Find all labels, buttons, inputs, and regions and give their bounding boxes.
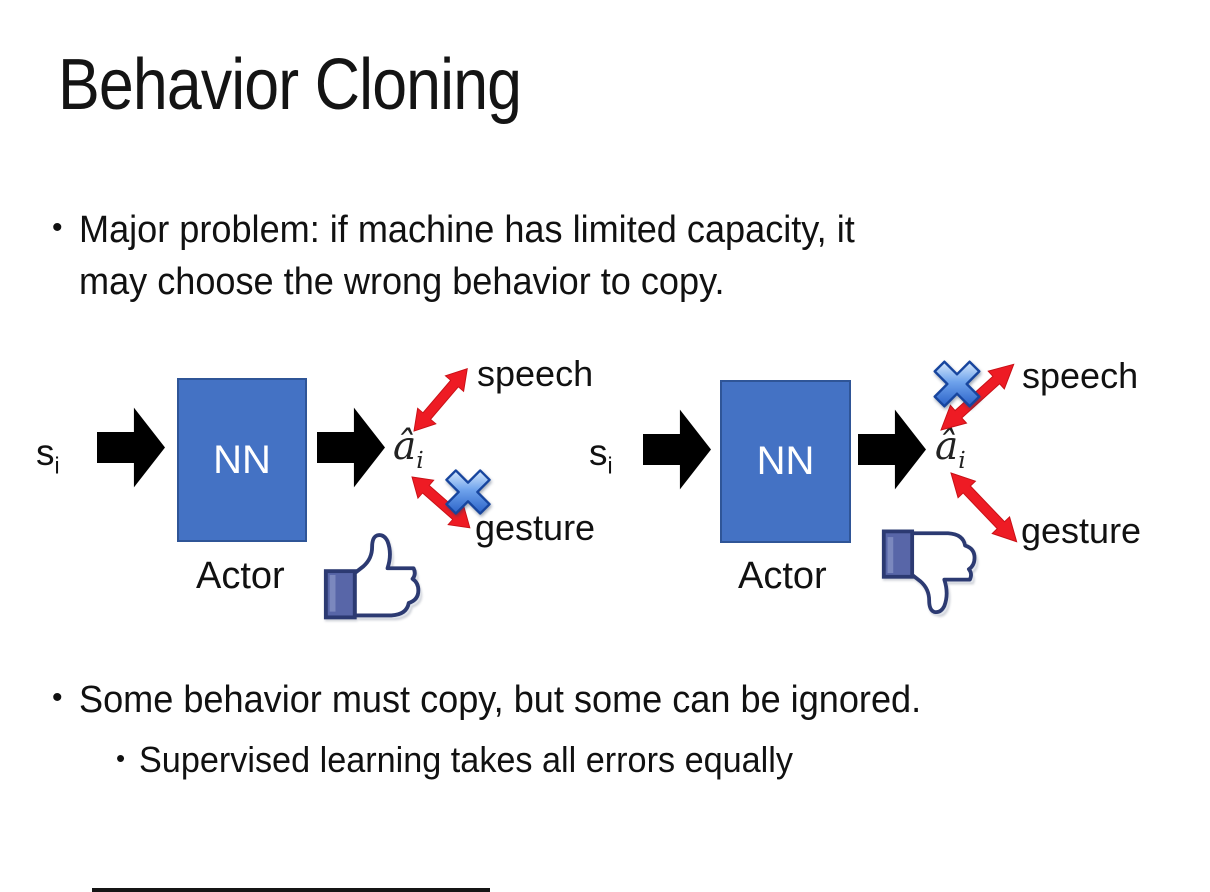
bullet-marker: • xyxy=(52,211,63,244)
thumbs-down-icon xyxy=(881,529,978,615)
left-gesture-label: gesture xyxy=(475,507,596,548)
bullet-line: Major problem: if machine has limited ca… xyxy=(78,209,855,251)
right-gesture-double-arrow-icon xyxy=(950,472,1018,543)
left-actor-caption: Actor xyxy=(196,555,285,597)
left-cross-out-x-icon xyxy=(445,469,491,515)
right-actor-caption: Actor xyxy=(738,555,827,597)
left-speech-double-arrow-icon xyxy=(413,367,468,432)
left-flow-arrow-out-icon xyxy=(317,407,385,488)
sub-bullet-text: Supervised learning takes all errors equ… xyxy=(139,739,794,780)
right-gesture-label: gesture xyxy=(1021,510,1142,551)
right-flow-arrow-in-icon xyxy=(643,409,711,490)
sub-bullet-supervised: • Supervised learning takes all errors e… xyxy=(116,736,827,784)
left-nn-box: NN xyxy=(177,378,307,542)
slide-title: Behavior Cloning xyxy=(58,45,522,125)
bullet-line: may choose the wrong behavior to copy. xyxy=(78,261,725,303)
bullet-marker: • xyxy=(52,681,63,714)
right-nn-label: NN xyxy=(756,439,815,483)
right-flow-arrow-out-icon xyxy=(858,409,926,490)
right-output-action-label: âi xyxy=(935,424,966,474)
left-flow-arrow-in-icon xyxy=(97,407,165,488)
right-cross-out-x-icon xyxy=(933,360,981,408)
left-gesture-double-arrow-icon xyxy=(411,476,471,529)
right-input-state-label: si xyxy=(589,432,613,479)
left-speech-label: speech xyxy=(477,353,594,394)
right-speech-label: speech xyxy=(1022,355,1139,396)
left-output-action-label: âi xyxy=(393,424,424,474)
bullet-some-behavior: • Some behavior must copy, but some can … xyxy=(52,674,965,726)
bullet-major-problem: • Major problem: if machine has limited … xyxy=(52,204,895,308)
thumbs-up-icon xyxy=(323,533,422,620)
left-input-state-label: si xyxy=(36,432,60,479)
left-nn-label: NN xyxy=(213,437,271,482)
bullet-marker: • xyxy=(116,743,126,773)
right-nn-box: NN xyxy=(720,380,851,543)
bullet-text: Some behavior must copy, but some can be… xyxy=(78,679,921,721)
cutoff-artifact-line xyxy=(92,888,490,892)
